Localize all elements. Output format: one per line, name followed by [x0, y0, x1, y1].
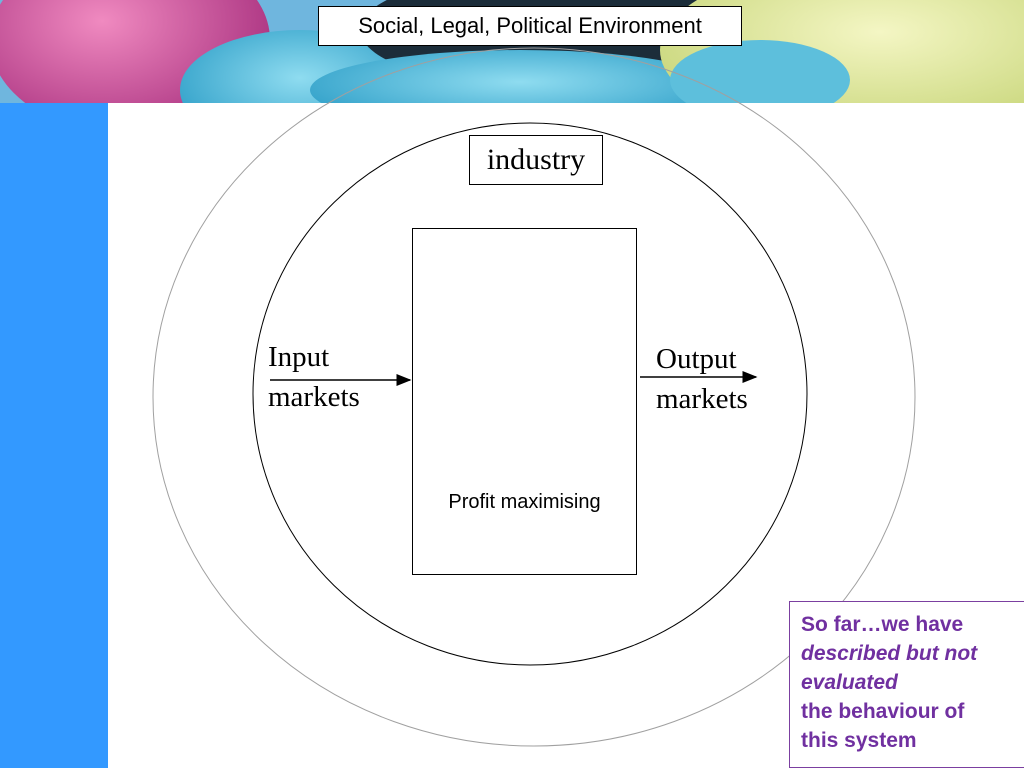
output-markets-line1: Output	[656, 343, 737, 375]
note-line-5: this system	[801, 729, 917, 752]
input-markets-line1: Input	[268, 341, 330, 373]
note-line-1: So far…we have	[801, 613, 964, 636]
firm-label: Profit maximising	[448, 491, 601, 513]
input-markets-line2: markets	[268, 381, 360, 413]
input-markets-label: Input markets	[268, 337, 360, 417]
industry-circle	[252, 122, 808, 666]
industry-label: industry	[469, 135, 603, 185]
output-markets-line2: markets	[656, 383, 748, 415]
note-line-4: the behaviour of	[801, 700, 965, 723]
note-line-3: evaluated	[801, 671, 898, 694]
evaluation-note: So far…we have described but not evaluat…	[789, 601, 1024, 768]
environment-circle	[152, 47, 916, 747]
environment-label: Social, Legal, Political Environment	[318, 6, 742, 46]
note-line-2: described but not	[801, 642, 978, 665]
left-accent-bar	[0, 103, 108, 768]
output-markets-label: Output markets	[656, 339, 748, 419]
firm-box: Profit maximising	[412, 228, 637, 575]
